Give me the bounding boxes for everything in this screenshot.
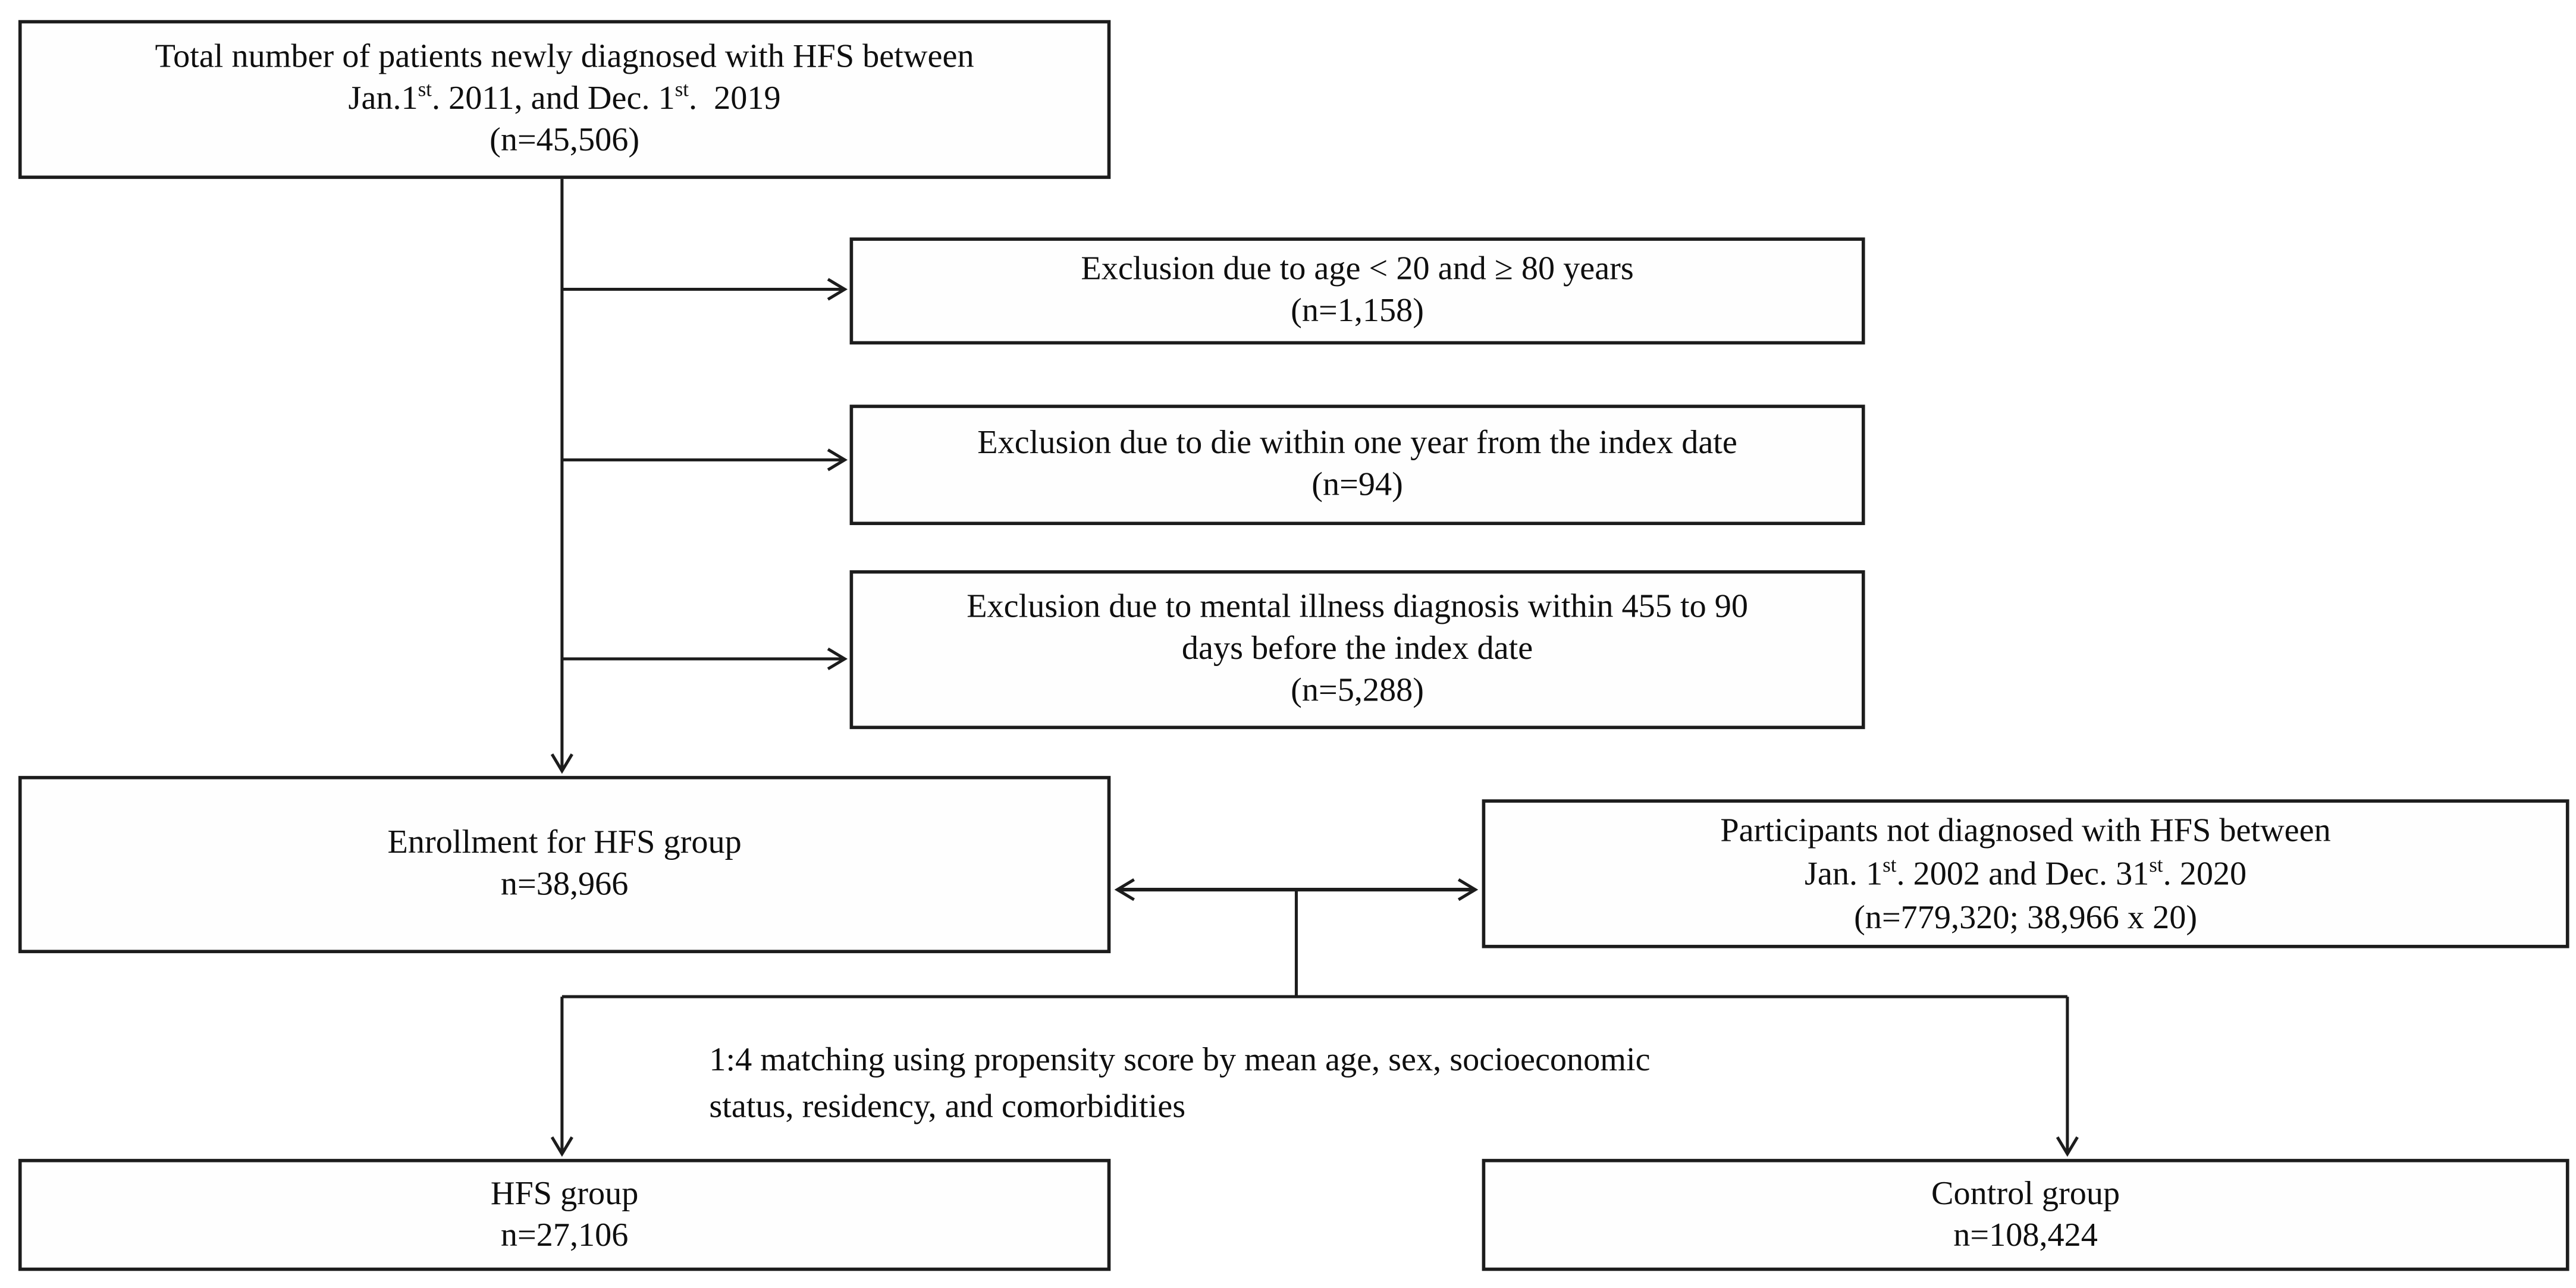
box-exclusion-mental-illness: Exclusion due to mental illness diagnosi…	[849, 570, 1865, 730]
box-participants-not-diagnosed: Participants not diagnosed with HFS betw…	[1482, 799, 2569, 948]
matching-note-line2: status, residency, and comorbidities	[709, 1088, 1186, 1126]
box-exclusion-death: Exclusion due to die within one year fro…	[849, 404, 1865, 526]
matching-note-line1: 1:4 matching using propensity score by m…	[709, 1042, 1651, 1079]
matching-note: 1:4 matching using propensity score by m…	[709, 1037, 1863, 1130]
box-exclusion-age: Exclusion due to age < 20 and ≥ 80 years…	[849, 237, 1865, 345]
box-total-patients: Total number of patients newly diagnosed…	[18, 20, 1111, 179]
